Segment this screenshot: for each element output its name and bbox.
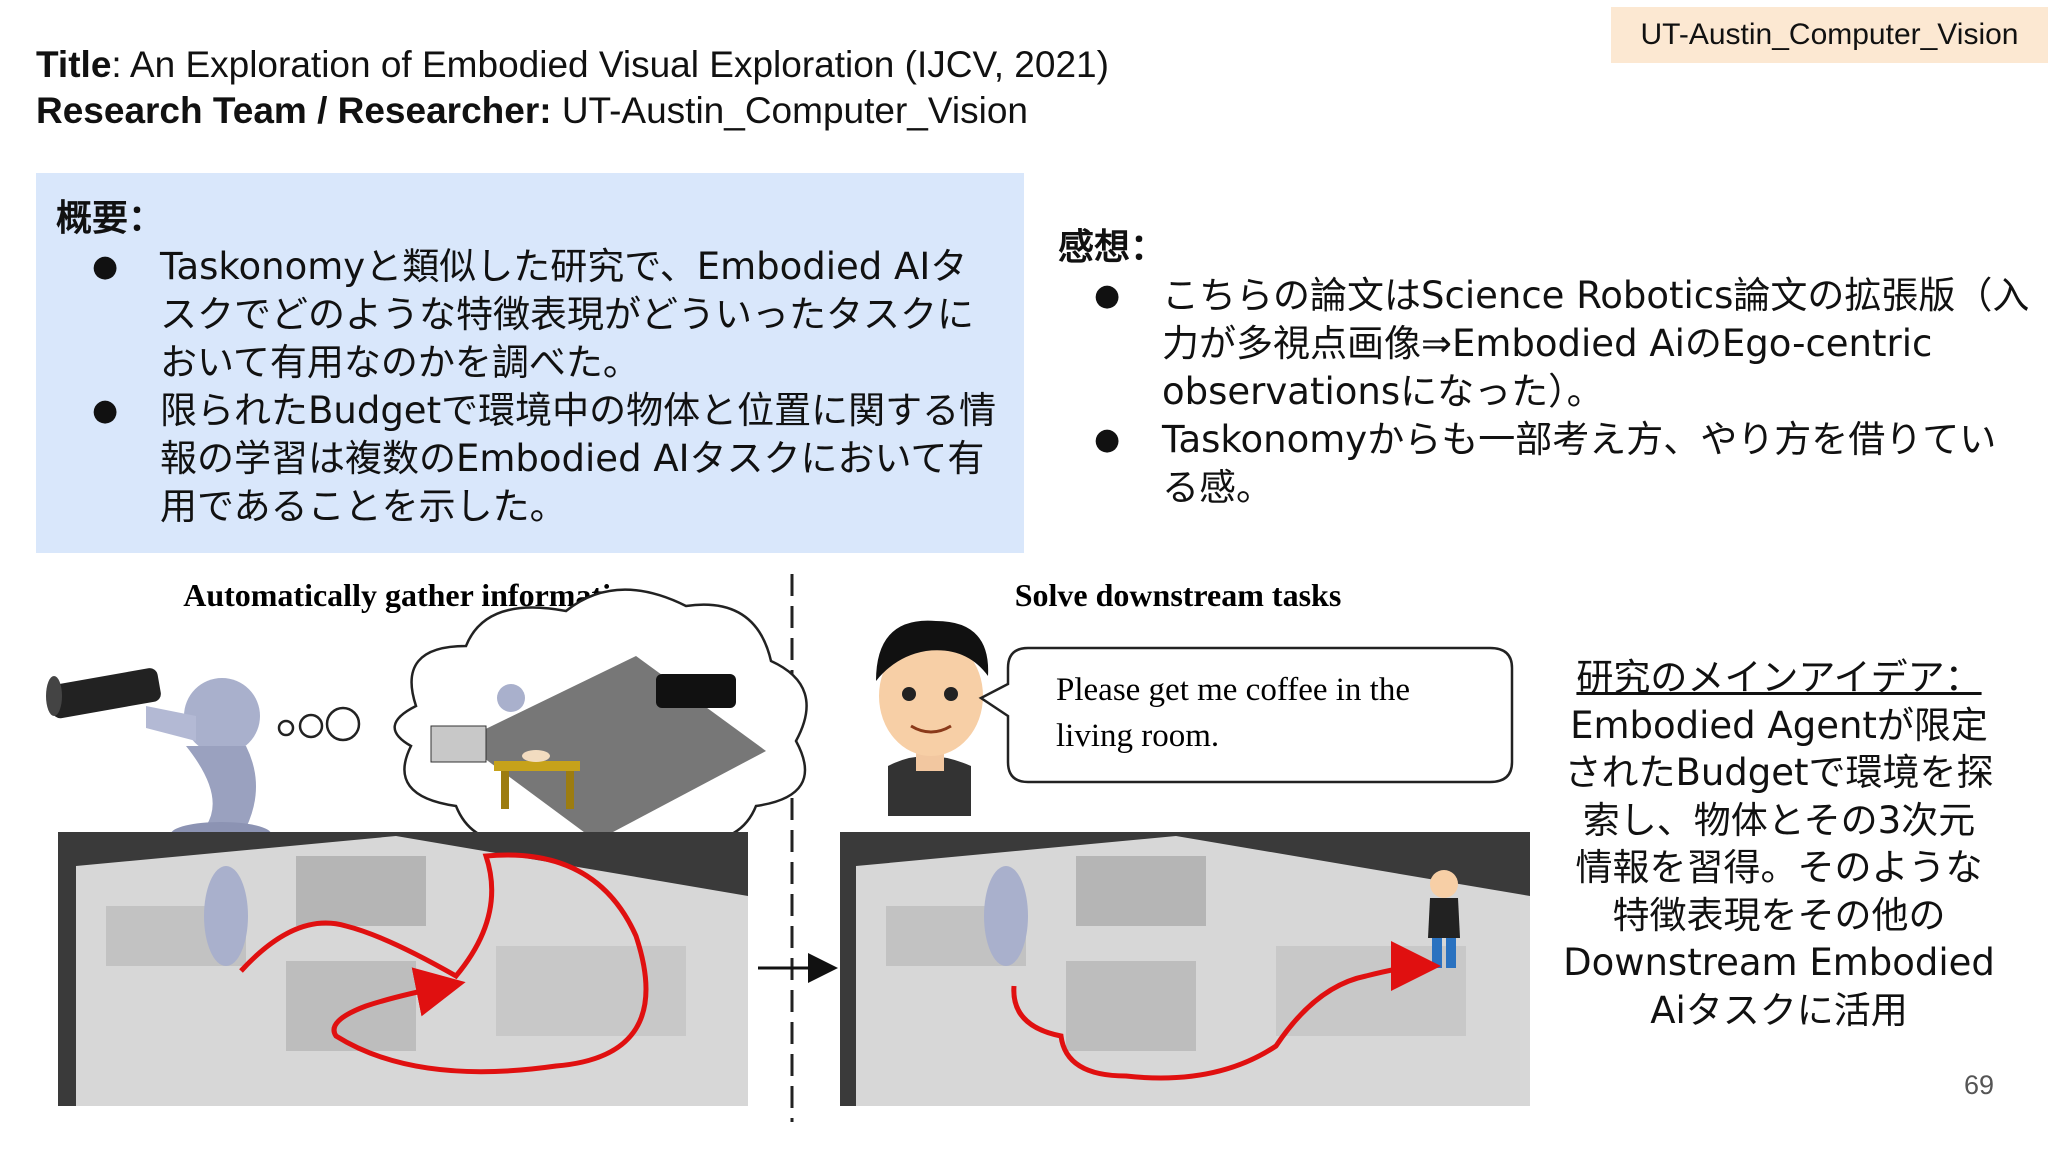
- method-figure: Automatically gather information Solve d…: [46, 574, 1530, 1122]
- bullet-icon: ●: [1094, 422, 1121, 457]
- speech-line-1: Please get me coffee in the: [1056, 672, 1410, 708]
- summary-item: ● Taskonomyと類似した研究で、Embodied AIタスクでどのような特…: [56, 243, 1002, 387]
- speech-line-2: living room.: [1056, 718, 1219, 754]
- team-label: Research Team / Researcher:: [36, 90, 552, 131]
- bullet-icon: ●: [92, 249, 119, 284]
- title-label: Title: [36, 44, 112, 85]
- impression-item: ● こちらの論文はScience Robotics論文の拡張版（入力が多視点画像⇒…: [1058, 272, 2033, 416]
- idea-line: 特徴表現をその他の: [1612, 893, 1946, 937]
- speech-bubble: Please get me coffee in the living room.: [978, 646, 1514, 784]
- main-idea: 研究のメインアイデア： Embodied Agentが限定 されたBudgetで…: [1534, 654, 2024, 1034]
- room-sketch: [430, 656, 766, 841]
- impression-item: ● Taskonomyからも一部考え方、やり方を借りている感。: [1058, 416, 2033, 512]
- idea-line: Embodied Agentが限定: [1570, 703, 1988, 747]
- idea-line: 情報を習得。そのような: [1575, 846, 1983, 889]
- right-scene-image: [840, 832, 1530, 1106]
- impression-list: ● こちらの論文はScience Robotics論文の拡張版（入力が多視点画像⇒…: [1058, 272, 2033, 512]
- team-line: Research Team / Researcher: UT-Austin_Co…: [36, 88, 1109, 134]
- impression-heading: 感想：: [1058, 227, 1167, 268]
- summary-item-text: Taskonomyと類似した研究で、Embodied AIタスクでどのような特徴…: [160, 245, 974, 384]
- robot-telescope-icon: [46, 668, 271, 846]
- title-text: : An Exploration of Embodied Visual Expl…: [111, 44, 1109, 85]
- idea-heading: 研究のメインアイデア：: [1576, 656, 1982, 699]
- idea-line: 索し、物体とその3次元: [1582, 798, 1976, 842]
- impression-section: 感想： ● こちらの論文はScience Robotics論文の拡張版（入力が多視…: [1058, 224, 2033, 512]
- bullet-icon: ●: [92, 393, 119, 428]
- title-line: Title: An Exploration of Embodied Visual…: [36, 42, 1109, 88]
- summary-box: 概要： ● Taskonomyと類似した研究で、Embodied AIタスクでどの…: [36, 173, 1024, 553]
- right-panel-title: Solve downstream tasks: [1015, 577, 1342, 613]
- left-scene-image: [58, 832, 748, 1106]
- idea-line: Aiタスクに活用: [1650, 988, 1908, 1032]
- idea-line: Downstream Embodied: [1563, 941, 1995, 984]
- person-avatar-icon: [876, 620, 989, 816]
- bullet-icon: ●: [1094, 278, 1121, 313]
- left-panel-title: Automatically gather information: [183, 577, 645, 613]
- impression-item-text: Taskonomyからも一部考え方、やり方を借りている感。: [1162, 418, 1997, 509]
- team-tag: UT-Austin_Computer_Vision: [1611, 7, 2048, 63]
- team-text: UT-Austin_Computer_Vision: [551, 90, 1028, 131]
- slide-header: Title: An Exploration of Embodied Visual…: [36, 42, 1109, 134]
- summary-item: ● 限られたBudgetで環境中の物体と位置に関する情報の学習は複数のEmbodi…: [56, 387, 1002, 531]
- summary-item-text: 限られたBudgetで環境中の物体と位置に関する情報の学習は複数のEmbodie…: [160, 389, 997, 528]
- idea-line: されたBudgetで環境を探: [1564, 751, 1994, 794]
- page-number: 69: [1964, 1070, 1995, 1100]
- impression-item-text: こちらの論文はScience Robotics論文の拡張版（入力が多視点画像⇒E…: [1162, 274, 2030, 413]
- summary-heading: 概要：: [56, 198, 165, 239]
- summary-list: ● Taskonomyと類似した研究で、Embodied AIタスクでどのような特…: [56, 243, 1002, 531]
